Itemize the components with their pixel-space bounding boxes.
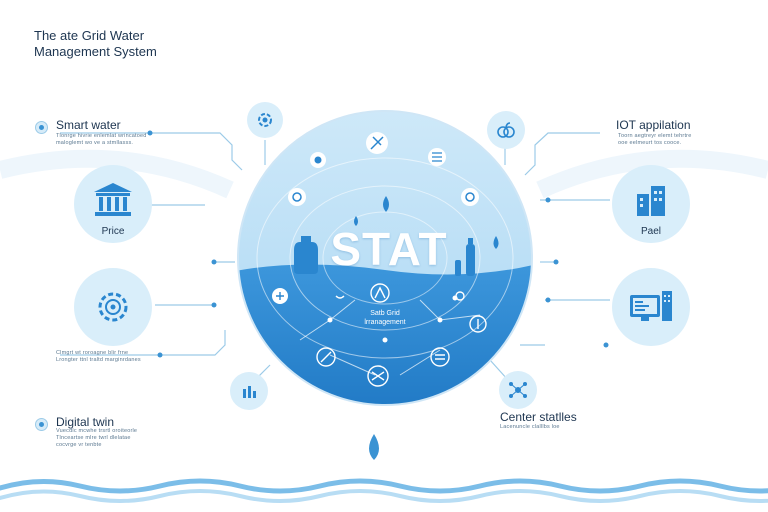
bg-curve-right — [536, 149, 768, 199]
iot-description-line-1: Toorn aegtreyr elemt tehrtre — [618, 133, 692, 139]
iot-apple-node[interactable] — [487, 111, 525, 149]
pael-label: Pael — [640, 226, 661, 237]
digital-twin-description: Vuecdlc mcwhe trsrtl oroiteorle Tlnceart… — [56, 428, 166, 449]
digital-twin-description-line-2: Tlnceartse mlre twrl dlelatae — [56, 435, 131, 441]
gear-icon — [98, 292, 128, 322]
smart-water-bullet-icon — [35, 121, 48, 134]
gear-description-line-2: Lrongter ttnl traltd marginrdanes — [56, 357, 141, 363]
center-subtitle-line-2: lrranagement — [364, 319, 406, 326]
bar-chart-icon — [243, 386, 256, 398]
smart-water-description: Tlonrge hivrie enlemlat wrincatoed malog… — [56, 133, 166, 147]
digital-twin-description-line-3: cocvrge vr tenbte — [56, 442, 102, 448]
globe-bottom-icons — [272, 283, 487, 387]
apple-icon — [497, 122, 515, 138]
center-statlles-label: Center statlles — [500, 410, 577, 424]
network-node[interactable] — [499, 371, 537, 409]
page-title: The ate Grid Water Management System — [34, 28, 234, 60]
smart-water-description-line-1: Tlonrge hivrie enlemlat wrincatoed — [56, 133, 147, 139]
water-drop-icon — [369, 434, 379, 460]
iot-application-description: Toorn aegtreyr elemt tehrtre ooe eelmeur… — [618, 133, 728, 147]
price-node[interactable] — [74, 165, 152, 243]
network-icon — [509, 382, 527, 398]
title-line-2: Management System — [34, 44, 157, 59]
center-subtitle-line-1: Satb Grid — [370, 310, 400, 317]
smart-water-description-line-2: maloglemt wo ve a stmllasss. — [56, 140, 134, 146]
bottom-waves — [0, 478, 768, 503]
gear-description-line-1: Clmgrt wt roroagne blir frne — [56, 350, 129, 356]
bank-building-icon — [94, 183, 132, 216]
center-statlles-description: Lacenuncle clalllbs loe — [500, 424, 610, 431]
bar-chart-node[interactable] — [230, 372, 268, 410]
gear-description: Clmgrt wt roroagne blir frne Lrongter tt… — [56, 350, 166, 364]
price-label: Price — [101, 226, 125, 237]
center-subtitle: Satb Grid lrranagement — [340, 309, 430, 327]
connector-dots — [147, 130, 609, 358]
dashboard-node[interactable] — [612, 268, 690, 346]
center-title: STAT — [330, 223, 448, 275]
pael-node[interactable] — [612, 165, 690, 243]
digital-twin-bullet-icon — [35, 418, 48, 431]
monitor-dashboard-icon — [630, 291, 672, 321]
globe-top-icons — [288, 132, 499, 276]
iot-description-line-2: ooe eelmeurt tos cooce. — [618, 140, 682, 146]
gear-node[interactable] — [74, 268, 152, 346]
globe-outline — [237, 110, 533, 406]
iot-application-label: IOT appilation — [616, 118, 691, 132]
recycle-icon — [258, 113, 272, 127]
smart-water-label: Smart water — [56, 118, 121, 132]
digital-twin-label: Digital twin — [56, 415, 115, 429]
title-line-1: The ate Grid Water — [34, 28, 145, 43]
bg-curve-left — [0, 149, 234, 199]
office-buildings-icon — [637, 186, 665, 216]
digital-twin-description-line-1: Vuecdlc mcwhe trsrtl oroiteorle — [56, 428, 138, 434]
recycle-node[interactable] — [247, 102, 283, 138]
center-statlles-description-line-1: Lacenuncle clalllbs loe — [500, 424, 560, 430]
